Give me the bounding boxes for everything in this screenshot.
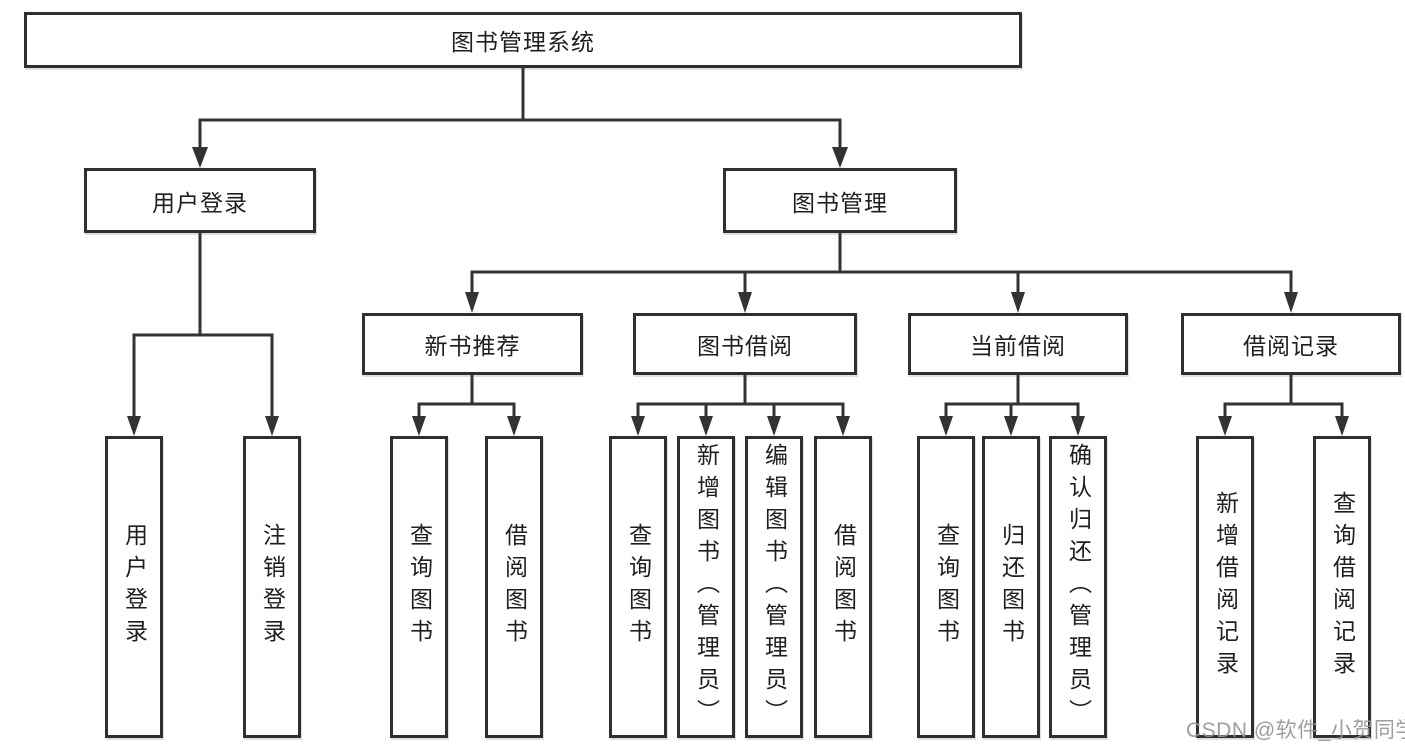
csdn-watermark: CSDN @软件_小贺同学 [1186,719,1405,742]
leaf-query-books-recommend: 查询图书 [390,436,448,738]
leaf-add-books-admin: 新增图书（管理员） [677,436,735,738]
leaf-borrow-books-recommend: 借阅图书 [485,436,543,738]
node-library-management-system: 图书管理系统 [24,12,1022,68]
leaf-confirm-return-admin: 确认归还（管理员） [1049,436,1107,738]
leaf-query-borrow-record: 查询借阅记录 [1313,436,1371,738]
node-user-login: 用户登录 [84,168,316,233]
node-borrow-records: 借阅记录 [1181,313,1401,375]
leaf-return-books: 归还图书 [982,436,1040,738]
leaf-edit-books-admin: 编辑图书（管理员） [745,436,803,738]
node-book-management: 图书管理 [723,168,957,233]
leaf-borrow-books: 借阅图书 [814,436,872,738]
leaf-logout: 注销登录 [243,436,301,738]
node-new-book-recommend: 新书推荐 [362,313,583,375]
leaf-user-login: 用户登录 [105,436,163,738]
leaf-query-books-borrow: 查询图书 [609,436,667,738]
node-current-borrow: 当前借阅 [908,313,1128,375]
leaf-add-borrow-record: 新增借阅记录 [1196,436,1254,738]
leaf-query-books-current: 查询图书 [917,436,975,738]
node-book-borrow: 图书借阅 [633,313,857,375]
